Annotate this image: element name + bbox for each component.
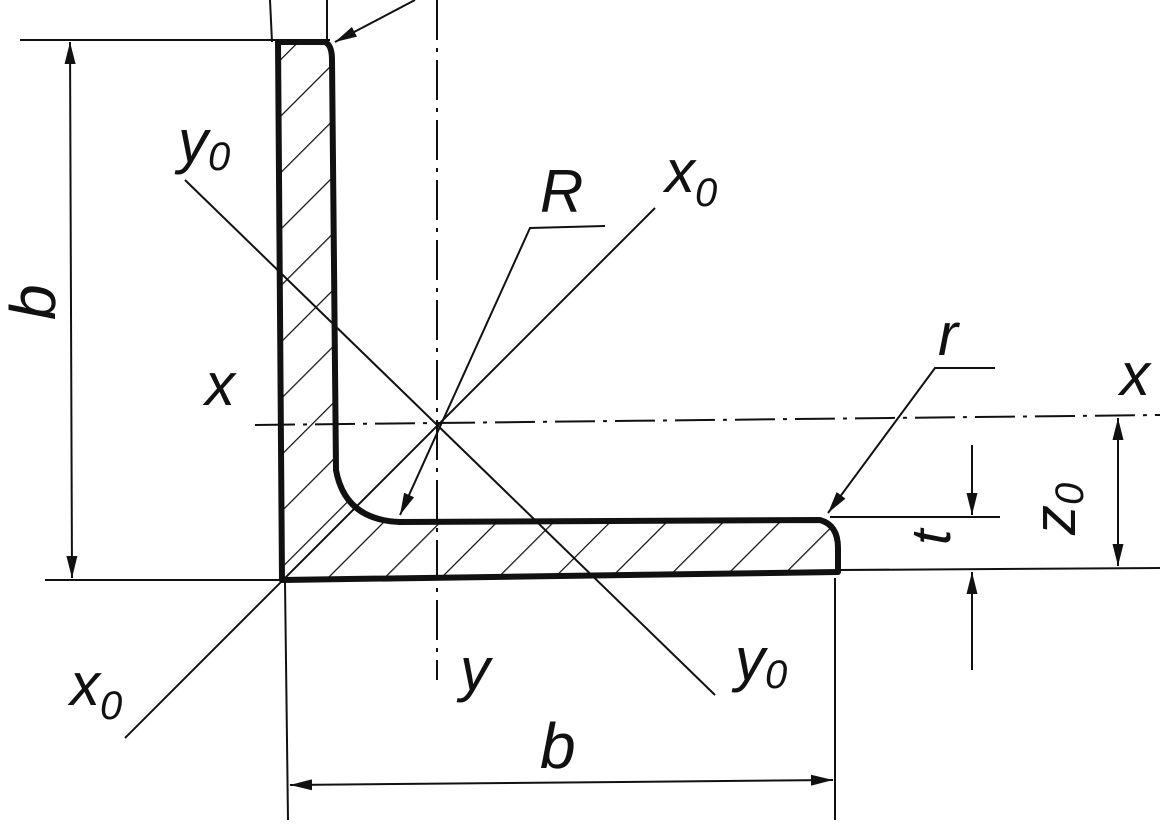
label-x0-bottom: x0: [67, 651, 122, 728]
label-x0-top-main: x: [662, 138, 697, 205]
label-y0-bottom: y0: [731, 626, 787, 697]
leader-R: [399, 225, 606, 516]
label-R: R: [540, 158, 583, 225]
label-x-left: x: [202, 351, 237, 418]
leader-r: [827, 367, 995, 514]
label-x-right: x: [1117, 341, 1152, 408]
label-y0-top-main: y: [174, 108, 212, 175]
top-leader-arrow: [334, 0, 416, 43]
label-x0-top: x0: [662, 138, 717, 215]
extension-line-t-bottom: [839, 567, 1161, 571]
label-b-bottom: b: [540, 710, 576, 782]
label-z0-main: z: [1021, 505, 1088, 536]
label-x0-bottom-sub: 0: [100, 684, 122, 728]
label-x0-top-sub: 0: [695, 171, 717, 215]
label-y0-bottom-sub: 0: [765, 653, 787, 697]
label-y0-bottom-main: y: [731, 626, 769, 693]
label-r: r: [938, 301, 960, 368]
label-y0-top-sub: 0: [208, 135, 230, 179]
label-y-bottom: y: [456, 636, 494, 703]
label-t: t: [899, 527, 962, 545]
label-y0-top: y0: [174, 108, 230, 179]
angle-section: [275, 39, 841, 583]
x0-axis-line: [124, 207, 656, 739]
dimension-b-horizontal: [289, 774, 834, 791]
top-extension-left: [269, 0, 273, 43]
extension-line-left: [284, 581, 289, 821]
dimension-b-vertical: [64, 41, 78, 579]
label-z0: z0: [1021, 483, 1092, 536]
label-z0-sub: 0: [1048, 483, 1092, 505]
label-b-side: b: [0, 284, 69, 320]
y0-axis-line: [184, 179, 716, 696]
x-axis-line: [254, 414, 1161, 426]
label-x0-bottom-main: x: [67, 651, 102, 718]
